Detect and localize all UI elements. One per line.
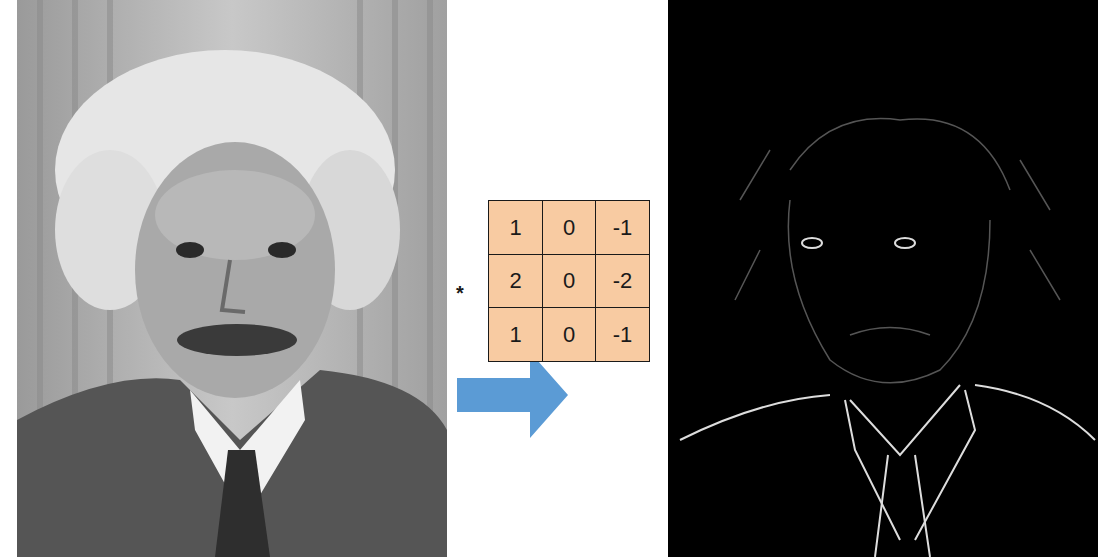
kernel-cell: -1 <box>613 215 633 241</box>
kernel-cell-box: 0 <box>542 200 597 255</box>
kernel-cell: 1 <box>509 215 521 241</box>
kernel-cell-box: 1 <box>488 307 543 362</box>
kernel-cell-box: -1 <box>595 200 650 255</box>
kernel-cell-box: 1 <box>488 200 543 255</box>
kernel-cell: 1 <box>509 322 521 348</box>
kernel-cell: 0 <box>563 322 575 348</box>
kernel-cell-box: 0 <box>542 307 597 362</box>
kernel-cell: 0 <box>563 268 575 294</box>
flow-arrow <box>457 352 568 438</box>
kernel-cell: -2 <box>613 268 633 294</box>
kernel-cell: 0 <box>563 215 575 241</box>
kernel-cell: -1 <box>613 322 633 348</box>
edge-image <box>668 0 1098 557</box>
kernel-cell: 2 <box>509 268 521 294</box>
kernel-cell-box: -1 <box>595 307 650 362</box>
kernel-cell-box: 2 <box>488 254 543 309</box>
portrait-photo <box>17 0 447 557</box>
convolution-operator: * <box>456 282 464 305</box>
kernel-cell-box: -2 <box>595 254 650 309</box>
kernel-cell-box: 0 <box>542 254 597 309</box>
